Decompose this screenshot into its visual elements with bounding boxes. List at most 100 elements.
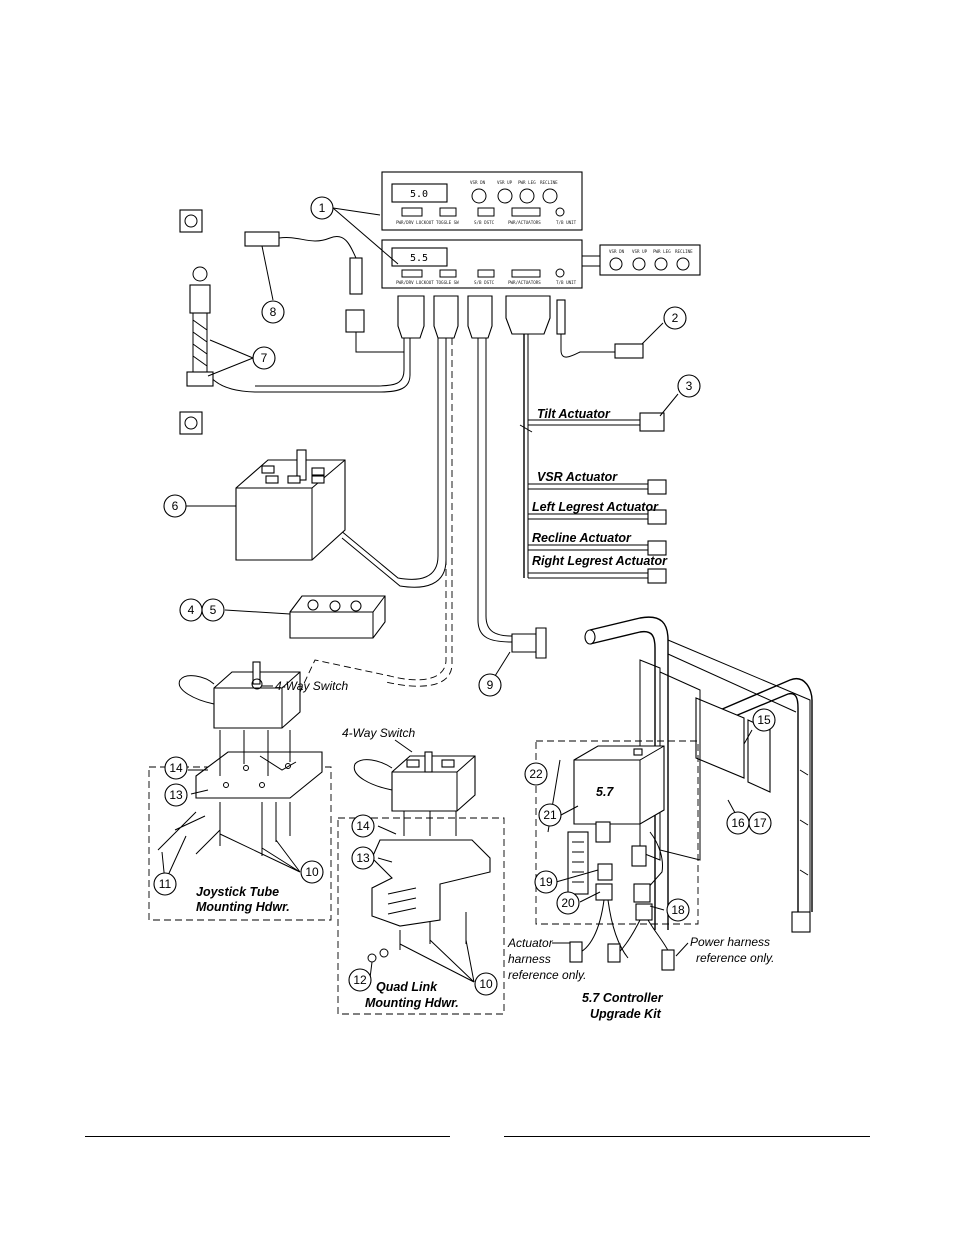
svg-text:15: 15 bbox=[757, 713, 771, 727]
callout-3: 3 bbox=[677, 374, 701, 398]
remote-knob-3: PWR LEG bbox=[653, 249, 671, 254]
quad-link-mount-plate bbox=[367, 811, 491, 963]
controller-5-7 bbox=[573, 745, 665, 825]
connector-item-9 bbox=[511, 627, 547, 659]
controller-top-port-3: S/B DSTC bbox=[474, 220, 495, 225]
callout-8: 8 bbox=[261, 300, 285, 324]
item-7-connectors bbox=[179, 209, 214, 435]
controller-top-display: 5.0 bbox=[410, 189, 428, 200]
callout-18: 18 bbox=[666, 898, 690, 922]
label-joystick-hardware-2: Mounting Hdwr. bbox=[196, 900, 290, 914]
svg-text:22: 22 bbox=[529, 767, 543, 781]
svg-text:20: 20 bbox=[561, 896, 575, 910]
controller-top-knob-2: VSR UP bbox=[497, 180, 513, 185]
label-kit-1: 5.7 Controller bbox=[582, 991, 664, 1005]
callout-6: 6 bbox=[163, 494, 187, 518]
label-recline-actuator: Recline Actuator bbox=[532, 531, 632, 545]
cables bbox=[206, 334, 615, 693]
remote-knob-4: RECLINE bbox=[675, 249, 693, 254]
seat-frame bbox=[584, 616, 813, 933]
callout-16: 16 bbox=[726, 811, 750, 835]
callout-14-b: 14 bbox=[351, 814, 375, 838]
leader-power-ref bbox=[675, 942, 689, 957]
controller-main-port-4: PWR/ACTUATORS bbox=[508, 280, 541, 285]
svg-text:9: 9 bbox=[487, 678, 494, 692]
callout-15: 15 bbox=[752, 708, 776, 732]
remote-knob-panel: VSR DN VSR UP PWR LEG RECLINE bbox=[599, 244, 701, 276]
label-quad-link-2: Mounting Hdwr. bbox=[365, 996, 459, 1010]
label-kit-2: Upgrade Kit bbox=[590, 1007, 662, 1021]
callout-10-b: 10 bbox=[474, 972, 498, 996]
svg-text:13: 13 bbox=[169, 788, 183, 802]
callout-5: 5 bbox=[201, 598, 225, 622]
footer-rule-left bbox=[85, 1136, 450, 1137]
label-left-legrest-actuator: Left Legrest Actuator bbox=[532, 500, 659, 514]
svg-text:17: 17 bbox=[753, 816, 767, 830]
remote-knob-1: VSR DN bbox=[609, 249, 625, 254]
svg-text:18: 18 bbox=[671, 903, 685, 917]
callout-7: 7 bbox=[252, 346, 276, 370]
footer-rule-right bbox=[504, 1136, 870, 1137]
svg-text:10: 10 bbox=[305, 865, 319, 879]
controller-top-port-1: PWR/DRV LOCKOUT bbox=[396, 220, 434, 225]
label-joystick-hardware-1: Joystick Tube bbox=[196, 885, 279, 899]
label-power-ref-2: reference only. bbox=[696, 951, 775, 965]
callout-9: 9 bbox=[478, 673, 502, 697]
controller-face-label: 5.7 bbox=[596, 785, 614, 799]
callout-21: 21 bbox=[538, 803, 562, 827]
joystick-mount-plate bbox=[157, 730, 323, 856]
svg-text:6: 6 bbox=[172, 499, 179, 513]
label-tilt-actuator: Tilt Actuator bbox=[537, 407, 611, 421]
harness-parts bbox=[567, 821, 675, 971]
controller-top-port-5: T/B UNIT bbox=[556, 220, 577, 225]
svg-text:11: 11 bbox=[159, 877, 172, 891]
controller-main-display: 5.5 bbox=[410, 253, 428, 264]
label-vsr-actuator: VSR Actuator bbox=[537, 470, 618, 484]
svg-text:13: 13 bbox=[356, 851, 370, 865]
svg-text:4: 4 bbox=[188, 603, 195, 617]
label-four-way-switch-2: 4-Way Switch bbox=[342, 726, 415, 740]
svg-text:16: 16 bbox=[731, 816, 745, 830]
label-four-way-switch-1: 4-Way Switch bbox=[275, 679, 348, 693]
remote-knob-2: VSR UP bbox=[632, 249, 648, 254]
svg-text:21: 21 bbox=[543, 808, 557, 822]
label-right-legrest-actuator: Right Legrest Actuator bbox=[532, 554, 668, 568]
callout-14-a: 14 bbox=[164, 756, 188, 780]
four-way-switch-2 bbox=[353, 751, 476, 812]
svg-text:14: 14 bbox=[169, 761, 183, 775]
svg-text:3: 3 bbox=[686, 379, 693, 393]
controller-connectors bbox=[244, 231, 566, 353]
controller-main-port-3: S/B DSTC bbox=[474, 280, 495, 285]
callout-11: 11 bbox=[153, 872, 177, 896]
svg-text:14: 14 bbox=[356, 819, 370, 833]
controller-main-port-1: PWR/DRV LOCKOUT bbox=[396, 280, 434, 285]
svg-text:12: 12 bbox=[353, 973, 367, 987]
svg-text:1: 1 bbox=[319, 201, 326, 215]
four-way-switch-1 bbox=[178, 661, 301, 729]
svg-text:10: 10 bbox=[479, 977, 493, 991]
callout-2: 2 bbox=[663, 306, 687, 330]
controller-top-port-4: PWR/ACTUATORS bbox=[508, 220, 541, 225]
quad-link-hardware-box bbox=[337, 817, 505, 1015]
label-actuator-ref-2: harness bbox=[508, 952, 551, 966]
actuator-harness bbox=[519, 412, 667, 584]
switch-box-items-4-5 bbox=[289, 595, 386, 639]
label-quad-link-1: Quad Link bbox=[376, 980, 438, 994]
label-power-ref-1: Power harness bbox=[690, 935, 770, 949]
leader-four-way-2 bbox=[394, 739, 413, 753]
callout-22: 22 bbox=[524, 762, 548, 786]
callout-leaders bbox=[161, 207, 753, 983]
svg-text:5: 5 bbox=[210, 603, 217, 617]
plug-item-2 bbox=[614, 343, 644, 359]
label-actuator-ref-1: Actuator bbox=[507, 936, 554, 950]
svg-text:7: 7 bbox=[261, 351, 268, 365]
callout-13-a: 13 bbox=[164, 783, 188, 807]
callout-13-b: 13 bbox=[351, 846, 375, 870]
controller-top-knob-3: PWR LEG bbox=[518, 180, 536, 185]
controller-kit-box bbox=[535, 740, 699, 925]
svg-text:2: 2 bbox=[672, 311, 679, 325]
svg-text:8: 8 bbox=[270, 305, 277, 319]
callout-19: 19 bbox=[534, 870, 558, 894]
callout-10-a: 10 bbox=[300, 860, 324, 884]
